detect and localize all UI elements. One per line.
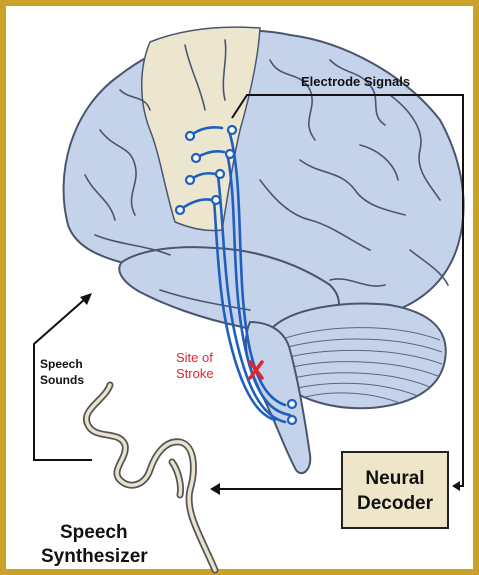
electrode-icon bbox=[212, 196, 220, 204]
electrode-signals-label: Electrode Signals bbox=[301, 74, 410, 89]
speech-synthesizer-label-line1: Speech bbox=[60, 522, 128, 543]
stroke-site-label-line2: Stroke bbox=[176, 366, 214, 381]
electrode-icon bbox=[228, 126, 236, 134]
electrode-icon bbox=[186, 176, 194, 184]
electrode-icon bbox=[186, 132, 194, 140]
electrode-icon bbox=[288, 400, 296, 408]
neural-decoder-box bbox=[342, 452, 448, 528]
speech-sounds-label-line1: Speech bbox=[40, 357, 83, 371]
electrode-icon bbox=[216, 170, 224, 178]
stroke-site-label-line1: Site of bbox=[176, 350, 213, 365]
speech-sounds-label-line2: Sounds bbox=[40, 373, 84, 387]
electrode-icon bbox=[176, 206, 184, 214]
electrode-icon bbox=[288, 416, 296, 424]
speech-synthesizer-label-line2: Synthesizer bbox=[41, 546, 148, 567]
electrode-icon bbox=[192, 154, 200, 162]
electrode-icon bbox=[226, 150, 234, 158]
neural-decoder-label-line2: Decoder bbox=[357, 493, 434, 514]
neural-decoder-label-line1: Neural bbox=[365, 468, 424, 489]
